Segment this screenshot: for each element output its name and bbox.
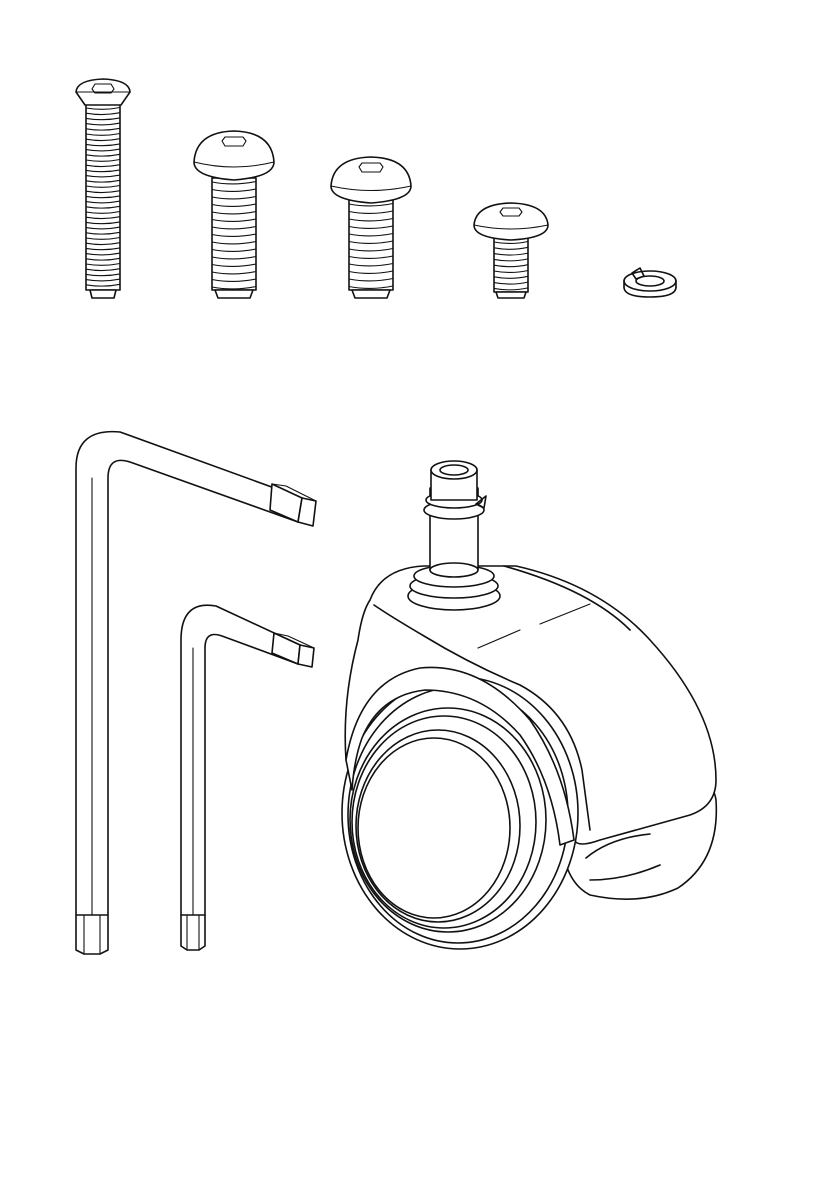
small-hex-key-icon xyxy=(181,605,314,950)
caster-wheel-icon xyxy=(342,461,716,949)
small-button-head-screw-icon xyxy=(474,203,548,298)
large-button-head-screw-icon xyxy=(194,131,274,298)
long-countersunk-screw-icon xyxy=(76,79,130,298)
lock-washer-icon xyxy=(624,268,676,297)
large-hex-key-icon xyxy=(76,432,316,954)
medium-button-head-screw-icon xyxy=(331,157,411,298)
